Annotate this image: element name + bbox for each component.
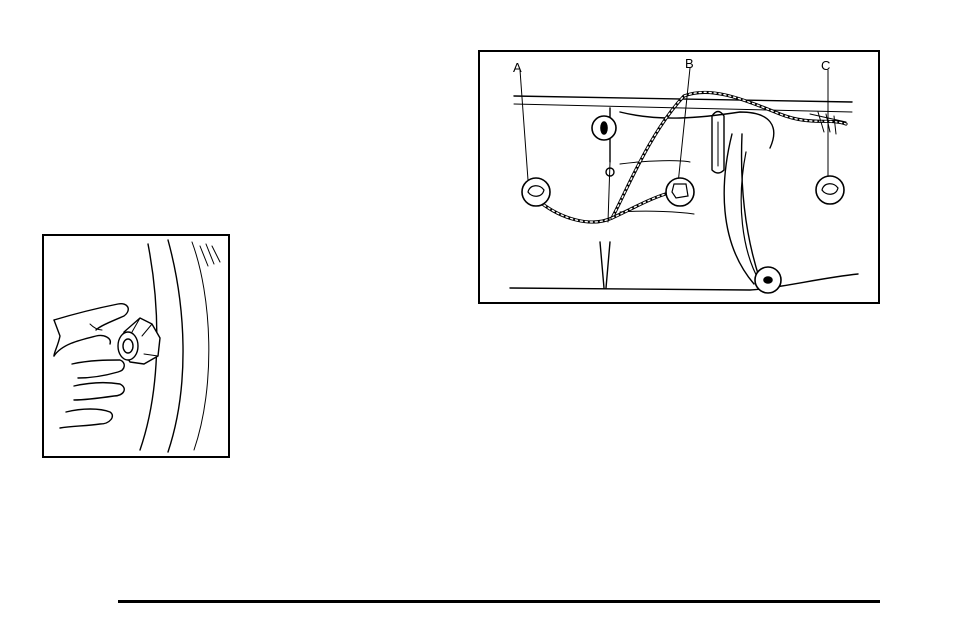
footer-rule	[118, 600, 880, 603]
hand-knob-drawing	[44, 236, 228, 456]
callout-a-label: A	[513, 61, 522, 74]
bulb-diagram-drawing	[480, 52, 878, 302]
callout-b-label: B	[685, 57, 694, 70]
hand-knob-illustration	[42, 234, 230, 458]
bulb-location-diagram: A B C	[478, 50, 880, 304]
callout-c-label: C	[821, 59, 830, 72]
